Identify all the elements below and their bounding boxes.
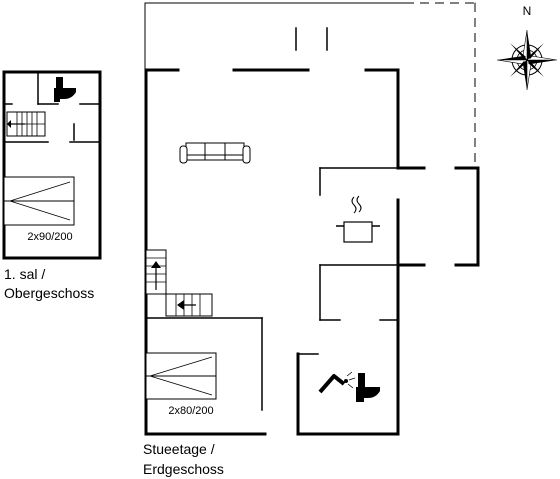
ground-floor-plan: 2x80/200: [144, 2, 480, 436]
toilet-icon: [356, 373, 380, 402]
stairs-icon: [145, 249, 167, 295]
sofa-icon: [179, 142, 251, 164]
toilet-icon: [54, 77, 76, 102]
ground-floor-label-line1: Stueetage /: [143, 441, 215, 457]
bed-icon: [145, 352, 217, 400]
compass-rose-icon: [496, 29, 558, 91]
stairs-icon: [165, 293, 213, 317]
bed-icon: [3, 176, 75, 226]
upper-floor-plan: 2x90/200: [2, 70, 102, 260]
north-label: N: [523, 4, 532, 18]
upper-bed-label: 2x90/200: [27, 231, 72, 243]
cooking-pot-icon: [336, 195, 380, 243]
shower-icon: [318, 371, 356, 394]
stairs-icon: [6, 111, 46, 137]
upper-floor-label-line2: Obergeschoss: [4, 285, 94, 301]
ground-bed-label: 2x80/200: [168, 405, 213, 417]
upper-floor-label-line1: 1. sal /: [4, 266, 45, 282]
ground-floor-label-line2: Erdgeschoss: [143, 461, 224, 477]
